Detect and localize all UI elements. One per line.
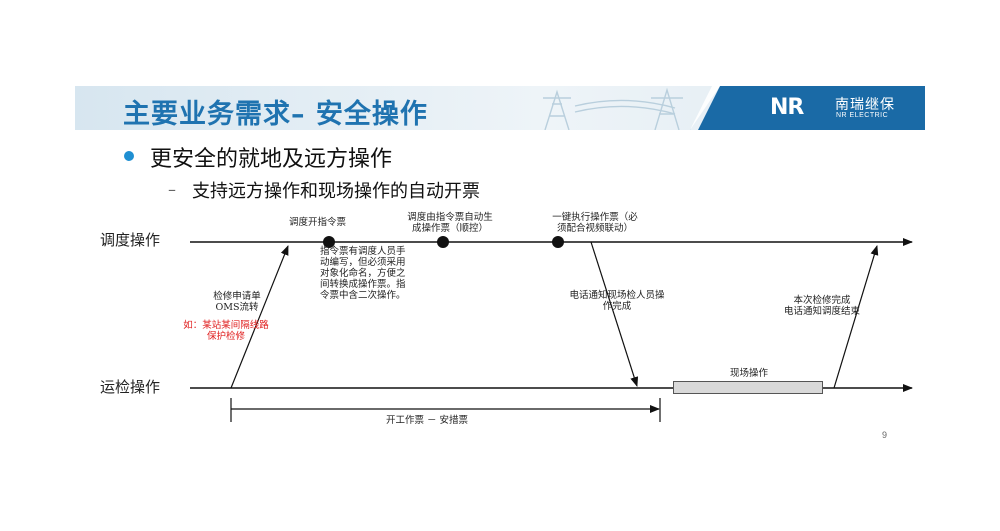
arrow-request-to-dispatch xyxy=(230,245,289,389)
slide-title: 主要业务需求– 安全操作 xyxy=(123,99,428,130)
brand-name-en: NR ELECTRIC xyxy=(836,112,889,119)
label-complete-line1: 本次检修完成 xyxy=(793,295,851,306)
arrow-dispatch-to-site xyxy=(590,241,639,387)
label-maintenance-complete: 本次检修完成 电话通知调度结束 xyxy=(767,295,877,318)
site-operation-bar xyxy=(673,381,823,394)
label-complete-line2: 电话通知调度结束 xyxy=(783,305,860,317)
milestone-dispatch-ticket xyxy=(323,236,335,248)
label-example-line2: 保护检修 xyxy=(206,330,245,342)
note-dispatch-ticket: 指令票有调度人员手 动编写，但必须采用 对象化命名，方便之 间转换成操作票。指 … xyxy=(320,246,406,302)
label-example: 如：某站某间隔线路 保护检修 xyxy=(170,320,282,343)
bullet-level2: 支持远方操作和现场操作的自动开票 xyxy=(192,181,480,202)
label-one-key-execute: 一键执行操作票（必 须配合视频联动） xyxy=(540,212,650,235)
label-request-line2: OMS流转 xyxy=(215,301,259,313)
label-site-operation: 现场操作 xyxy=(730,368,769,379)
page-number: 9 xyxy=(882,430,888,440)
bullet-level1: 更安全的就地及远方操作 xyxy=(150,147,393,172)
label-maintenance-request: 检修申请单 OMS流转 xyxy=(200,291,274,314)
note-line: 令票中含二次操作。 xyxy=(320,289,406,301)
label-dispatch-ticket: 调度开指令票 xyxy=(289,217,347,228)
nr-logo: NR xyxy=(770,95,804,120)
label-notify-line2: 作完成 xyxy=(602,300,632,312)
bullet-dot-icon xyxy=(124,151,134,161)
label-auto-generate-line1: 调度由指令票自动生 xyxy=(407,212,493,223)
label-one-key-line2: 须配合视频联动） xyxy=(556,222,633,234)
lane-label-dispatch: 调度操作 xyxy=(100,231,161,249)
note-line: 指令票有调度人员手 xyxy=(320,246,406,257)
bullet-dash: – xyxy=(168,180,176,199)
lane-label-maintenance: 运检操作 xyxy=(100,378,161,396)
label-auto-generate-line2: 成操作票（顺控） xyxy=(411,222,488,234)
milestone-one-key-execute xyxy=(552,236,564,248)
label-phone-notify: 电话通知现场检人员操 作完成 xyxy=(557,290,677,313)
label-example-line1: 如：某站某间隔线路 xyxy=(183,320,269,331)
milestone-auto-generate xyxy=(437,236,449,248)
brand-block: NR 南瑞继保 NR ELECTRIC xyxy=(690,86,925,130)
label-request-line1: 检修申请单 xyxy=(213,291,261,302)
header-band: 主要业务需求– 安全操作 NR 南瑞继保 NR ELECTRIC xyxy=(75,86,925,130)
note-line: 间转换成操作票。指 xyxy=(320,278,406,290)
note-line: 对象化命名，方便之 xyxy=(320,267,406,279)
arrow-complete-to-dispatch xyxy=(833,245,879,389)
brand-name-cn: 南瑞继保 xyxy=(835,97,895,113)
label-one-key-line1: 一键执行操作票（必 xyxy=(552,212,638,223)
label-auto-generate: 调度由指令票自动生 成操作票（顺控） xyxy=(395,212,505,235)
label-notify-line1: 电话通知现场检人员操 xyxy=(569,290,665,301)
note-line: 动编写，但必须采用 xyxy=(320,256,406,268)
label-work-ticket: 开工作票 － 安措票 xyxy=(386,415,469,426)
